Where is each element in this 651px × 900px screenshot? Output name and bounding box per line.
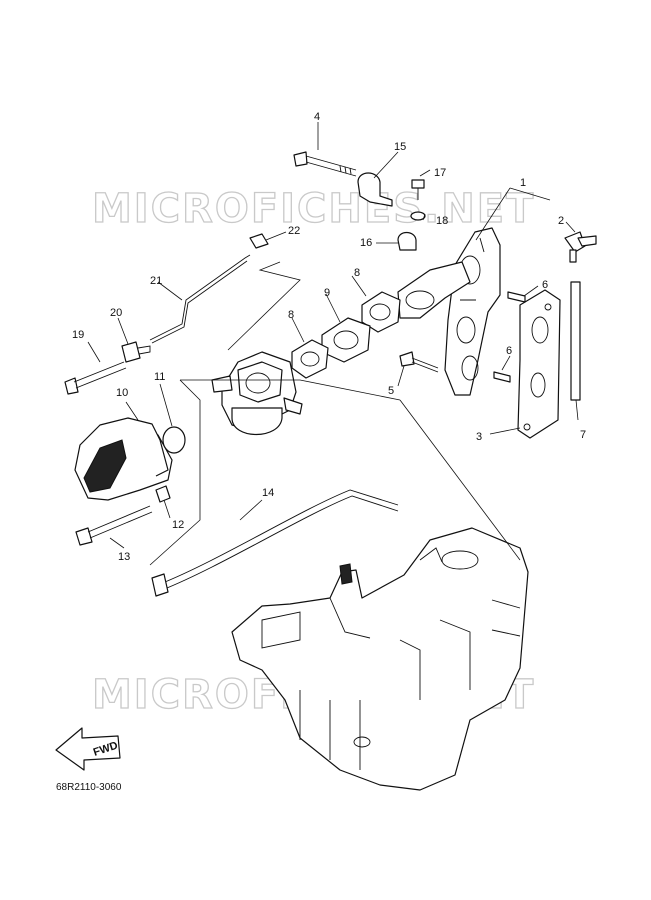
reference-code: 68R2110-3060 [56,782,122,793]
fwd-arrow-icon [55,727,121,771]
callout-16: 16 [360,237,372,249]
callout-8b: 8 [288,309,294,321]
callout-12: 12 [172,519,184,531]
part-dowel-pins [493,291,526,383]
callout-22: 22 [288,225,300,237]
callout-7: 7 [580,429,586,441]
callout-6a: 6 [542,279,548,291]
callout-13: 13 [118,551,130,563]
callout-21: 21 [150,275,162,287]
part-carburetor [211,351,303,436]
callout-15: 15 [394,141,406,153]
callout-20: 20 [110,307,122,319]
callout-6b: 6 [506,345,512,357]
callout-11: 11 [154,371,165,383]
callout-10: 10 [116,387,128,399]
part-bolt-5 [399,351,439,373]
callout-2: 2 [558,215,564,227]
part-gasket [517,289,561,439]
callout-14: 14 [262,487,274,499]
part-clamp [357,172,393,207]
part-intake-silencer [74,417,173,501]
part-intake-manifold [397,227,501,396]
callout-18: 18 [436,215,448,227]
callout-9: 9 [324,287,330,299]
part-hose [570,281,581,401]
watermark-top: MICROFICHES.NET [92,186,535,232]
part-clip [249,233,269,249]
part-o-ring [162,426,186,454]
callout-19: 19 [72,329,84,341]
part-screw-washer [410,179,426,221]
part-hose-joint [564,231,597,263]
callout-1: 1 [520,177,526,189]
part-breather-hose [151,489,399,597]
part-insulator-gaskets [291,291,401,379]
callout-3: 3 [476,431,482,443]
part-clamp-small [397,231,417,251]
part-bolt-19 [64,361,127,395]
leader-lines [87,122,579,566]
callout-8a: 8 [354,267,360,279]
callout-4: 4 [314,111,320,123]
part-engine-block [231,527,529,791]
part-bolt-13 [75,505,153,546]
callout-5: 5 [388,385,394,397]
part-bolt-4 [293,151,357,177]
part-collar-12 [155,485,171,503]
part-link-rod [149,254,251,344]
callout-numbers: 1 2 3 4 5 6 6 7 8 8 9 10 11 12 13 14 15 … [72,111,586,563]
callout-17: 17 [434,167,446,179]
part-collar [121,341,151,363]
